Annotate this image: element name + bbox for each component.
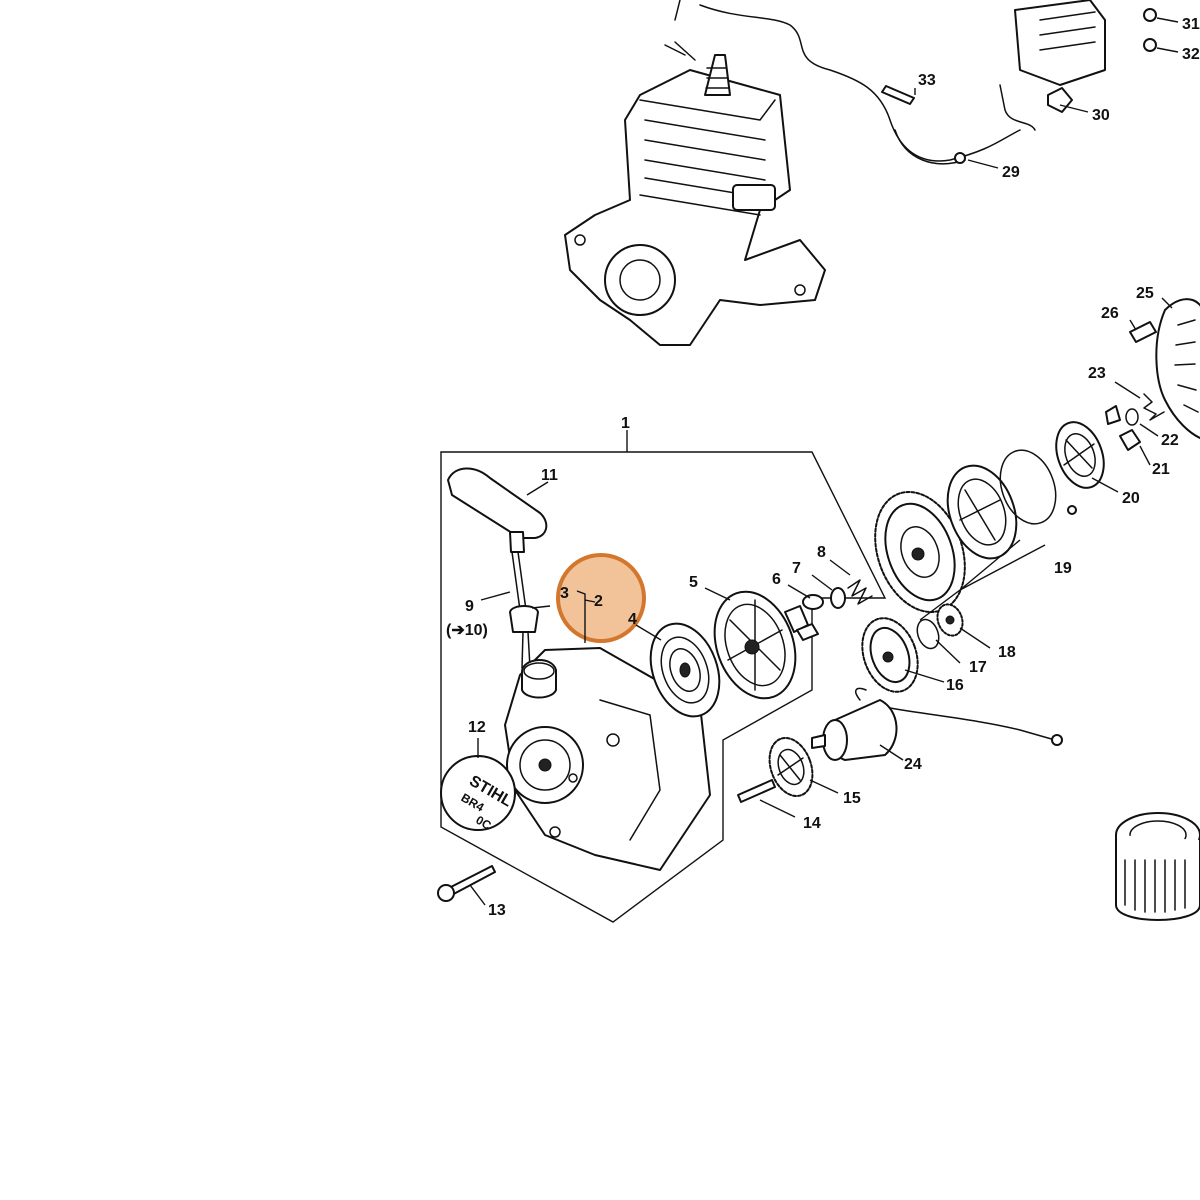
callout-7: 7 bbox=[792, 560, 801, 577]
callout-17: 17 bbox=[969, 659, 987, 676]
shaft-part-14[interactable] bbox=[737, 779, 776, 803]
highlight-marker bbox=[556, 553, 646, 643]
callout-13: 13 bbox=[488, 902, 506, 919]
gear-part-16[interactable] bbox=[853, 610, 928, 699]
callout-25: 25 bbox=[1136, 285, 1154, 302]
callout-3: 3 bbox=[560, 585, 569, 602]
gear-part-15[interactable] bbox=[762, 732, 820, 802]
washer-part[interactable] bbox=[802, 587, 846, 610]
callout-4: 4 bbox=[628, 611, 637, 628]
callout-18: 18 bbox=[998, 644, 1016, 661]
callout-15: 15 bbox=[843, 790, 861, 807]
ring-part-17[interactable] bbox=[913, 616, 942, 651]
ring-gear-part[interactable] bbox=[859, 479, 980, 624]
callout-32: 32 bbox=[1182, 46, 1200, 63]
callout-8: 8 bbox=[817, 544, 826, 561]
leader-lines bbox=[469, 17, 1179, 906]
leader-19 bbox=[919, 539, 1046, 621]
callout-11: 11 bbox=[541, 467, 558, 484]
logo-model-suffix-text: 0C bbox=[473, 813, 494, 833]
engine-assembly bbox=[564, 41, 826, 346]
callout-31: 31 bbox=[1182, 16, 1200, 33]
callout-labels: 1 2 3 4 5 6 7 8 9 (➔10) 11 12 13 14 15 1… bbox=[446, 16, 1200, 919]
pawl-part[interactable] bbox=[784, 605, 819, 641]
callout-9: 9 bbox=[465, 598, 474, 615]
wiring-harness bbox=[674, 0, 1157, 165]
callout-21: 21 bbox=[1152, 461, 1170, 478]
callout-12: 12 bbox=[468, 719, 486, 736]
callout-1: 1 bbox=[621, 415, 630, 432]
callout-24: 24 bbox=[904, 756, 922, 773]
spring-clip-part[interactable] bbox=[847, 579, 873, 605]
logo-plate-part[interactable]: STIHL BR4 0C bbox=[440, 755, 516, 833]
pawl-part-21[interactable] bbox=[1105, 405, 1141, 451]
callout-22: 22 bbox=[1161, 432, 1179, 449]
callout-19: 19 bbox=[1054, 560, 1072, 577]
callout-14: 14 bbox=[803, 815, 821, 832]
callout-2: 2 bbox=[594, 593, 603, 610]
bearing-part-18[interactable] bbox=[933, 601, 966, 639]
fan-housing-part[interactable] bbox=[504, 647, 711, 871]
washer-part-22[interactable] bbox=[1125, 408, 1139, 426]
starter-rope-part[interactable] bbox=[509, 551, 539, 669]
housing-screw-part[interactable] bbox=[437, 865, 496, 902]
callout-26: 26 bbox=[1101, 305, 1119, 322]
callout-29: 29 bbox=[1002, 164, 1020, 181]
starter-motor-part[interactable] bbox=[811, 687, 1063, 761]
callout-30: 30 bbox=[1092, 107, 1110, 124]
callout-6: 6 bbox=[772, 571, 781, 588]
flywheel-part[interactable] bbox=[1155, 298, 1200, 440]
spring-part-23[interactable] bbox=[1143, 393, 1165, 421]
assembly-outline bbox=[440, 430, 887, 923]
rope-rotor-part[interactable] bbox=[700, 580, 809, 709]
callout-23: 23 bbox=[1088, 365, 1106, 382]
clutch-drum-part[interactable] bbox=[1048, 416, 1113, 495]
starter-grip-part[interactable] bbox=[447, 467, 548, 553]
callout-10: (➔10) bbox=[446, 622, 488, 639]
pin-part-26[interactable] bbox=[1129, 321, 1157, 343]
drive-housing-part[interactable] bbox=[936, 456, 1029, 568]
callout-20: 20 bbox=[1122, 490, 1140, 507]
callout-33: 33 bbox=[918, 72, 936, 89]
wire-spool bbox=[1115, 812, 1200, 921]
callout-5: 5 bbox=[689, 574, 698, 591]
callout-16: 16 bbox=[946, 677, 964, 694]
rewind-spring-part[interactable] bbox=[639, 614, 732, 726]
gasket-part[interactable] bbox=[991, 442, 1077, 531]
